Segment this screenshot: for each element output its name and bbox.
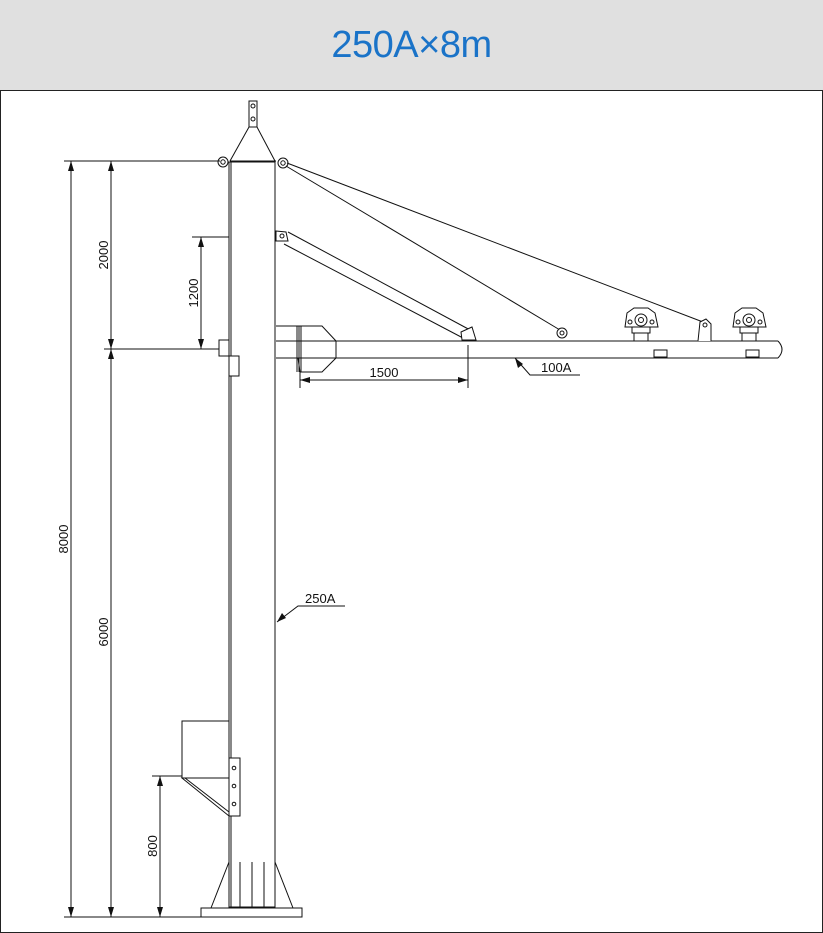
label-column-pipe: 250A [305,591,336,606]
boom [276,325,783,373]
page-title: 250A×8m [331,23,492,66]
drawing-frame [0,90,823,933]
brace-strut [275,230,477,341]
label-boom-pipe: 100A [541,360,572,375]
dim-total-height: 8000 [56,525,71,554]
lower-side-bracket [180,720,241,818]
trolley-2 [732,307,767,342]
dim-boom-offset: 1500 [370,365,399,380]
trolley-1 [624,307,659,342]
dim-base-bracket-height: 800 [145,835,160,857]
dim-brace-height: 1200 [186,279,201,308]
tie-cables [285,162,712,342]
base-plate [200,861,303,918]
dim-lower-segment: 6000 [96,618,111,647]
dimension-arrows [68,161,523,917]
column-top-fitting [217,100,289,169]
dim-upper-segment: 2000 [96,241,111,270]
column-side-clamp [218,339,240,377]
header-bar: 250A×8m [0,0,823,90]
